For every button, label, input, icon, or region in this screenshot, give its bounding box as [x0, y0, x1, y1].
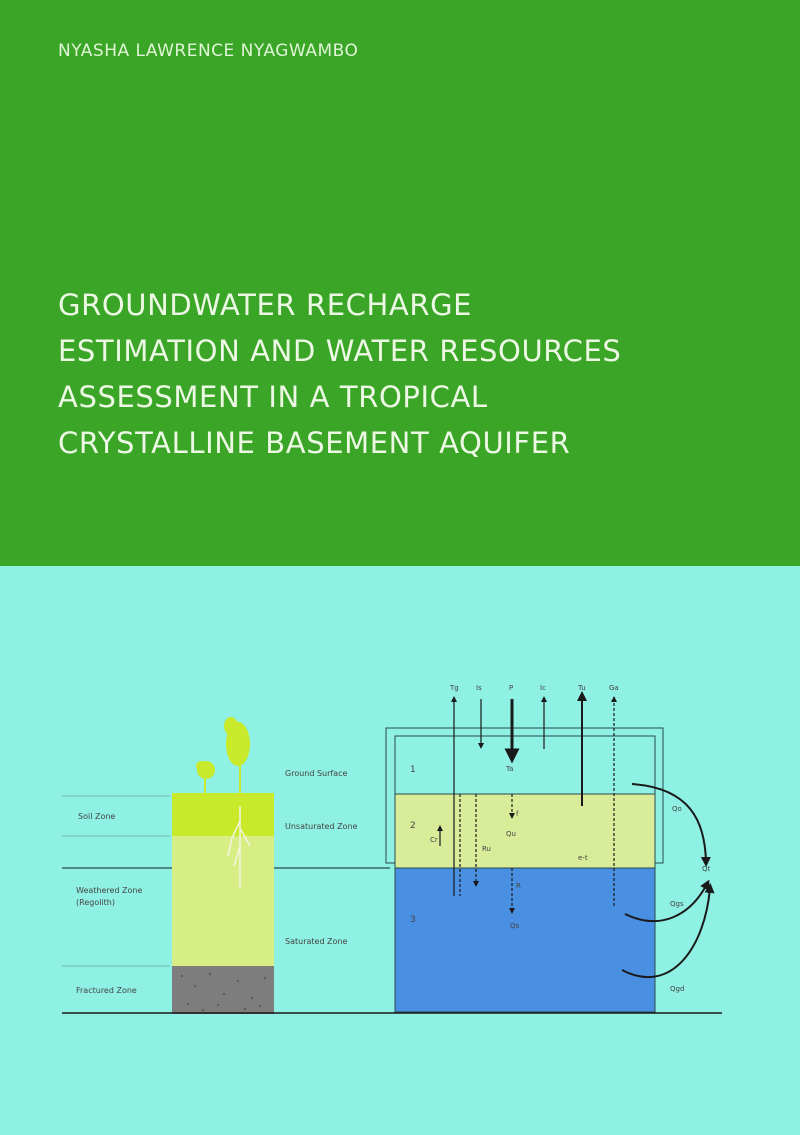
- ground-surface-label: Ground Surface: [285, 769, 348, 778]
- box-number-1: 1: [410, 765, 416, 775]
- weathered-zone-label: Weathered Zone: [76, 886, 142, 895]
- fractured-zone-block: [172, 966, 274, 1014]
- book-title: GROUNDWATER RECHARGE ESTIMATION AND WATE…: [58, 282, 621, 466]
- box-number-3: 3: [410, 915, 416, 925]
- surface-store-box: [394, 735, 656, 795]
- unsaturated-zone-label: Unsaturated Zone: [285, 822, 358, 831]
- title-line: GROUNDWATER RECHARGE: [58, 288, 473, 322]
- recharge-diagram: Soil Zone Weathered Zone (Regolith) Frac…: [62, 684, 722, 1014]
- flux-label-q-sum: Qt: [702, 865, 711, 873]
- soil-zone-label: Soil Zone: [78, 812, 115, 821]
- flux-label-ga: Ga: [609, 684, 619, 692]
- flux-label-is: Is: [476, 684, 482, 692]
- saturated-zone-label: Saturated Zone: [285, 937, 348, 946]
- flux-label-tg: Tg: [449, 684, 459, 692]
- title-line: ASSESSMENT IN A TROPICAL: [58, 380, 488, 414]
- flux-label-q-out1: Qo: [672, 805, 682, 813]
- outflow-curve-mid: [624, 879, 710, 923]
- flux-label-cr: Cr: [430, 836, 438, 844]
- regolith-label: (Regolith): [76, 898, 115, 907]
- tall-plant-icon: [224, 717, 251, 888]
- author-name: NYASHA LAWRENCE NYAGWAMBO: [58, 41, 359, 61]
- outflow-curve-bottom: [621, 883, 715, 978]
- soil-zone-block: [172, 793, 274, 836]
- fractured-texture: [180, 972, 267, 1012]
- unsaturated-store-box: [394, 793, 656, 869]
- flux-label-eb: e-t: [578, 854, 588, 862]
- title-line: ESTIMATION AND WATER RESOURCES: [58, 334, 622, 368]
- flux-label-q-out3: Qgd: [670, 985, 684, 993]
- flux-label-q-out2: Qgs: [670, 900, 684, 908]
- cover-top-band: NYASHA LAWRENCE NYAGWAMBO GROUNDWATER RE…: [0, 0, 800, 566]
- flux-label-tu: Tu: [577, 684, 586, 692]
- weathered-zone-block: [172, 836, 274, 966]
- flux-label-ta: Ta: [505, 765, 513, 773]
- flux-label-ru: Ru: [482, 845, 491, 853]
- flux-label-qu: Qu: [506, 830, 516, 838]
- outflow-curve-top: [631, 783, 711, 867]
- cover-bottom-band: Soil Zone Weathered Zone (Regolith) Frac…: [0, 566, 800, 1135]
- saturated-store-box: [394, 867, 656, 1013]
- title-line: CRYSTALLINE BASEMENT AQUIFER: [58, 426, 571, 460]
- flux-label-p: P: [509, 684, 513, 692]
- flux-label-f: f: [516, 810, 519, 818]
- small-plant-icon: [196, 761, 215, 836]
- flux-label-qs: Qs: [510, 922, 520, 930]
- flux-label-ic: Ic: [540, 684, 546, 692]
- box-number-2: 2: [410, 821, 416, 831]
- flux-label-r: R: [516, 882, 521, 890]
- fractured-zone-label: Fractured Zone: [76, 986, 137, 995]
